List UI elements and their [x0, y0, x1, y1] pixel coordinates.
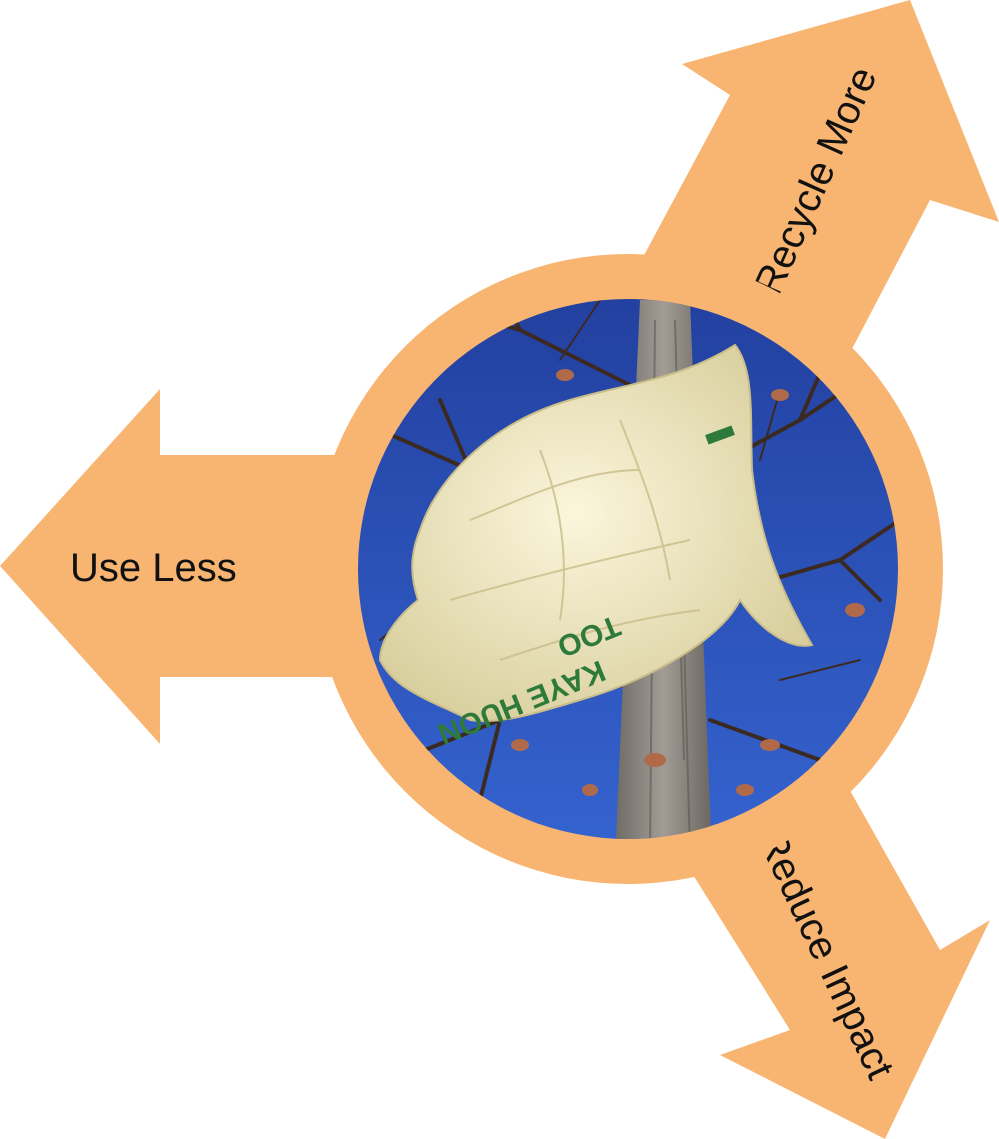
- use-less-label: Use Less: [70, 546, 237, 590]
